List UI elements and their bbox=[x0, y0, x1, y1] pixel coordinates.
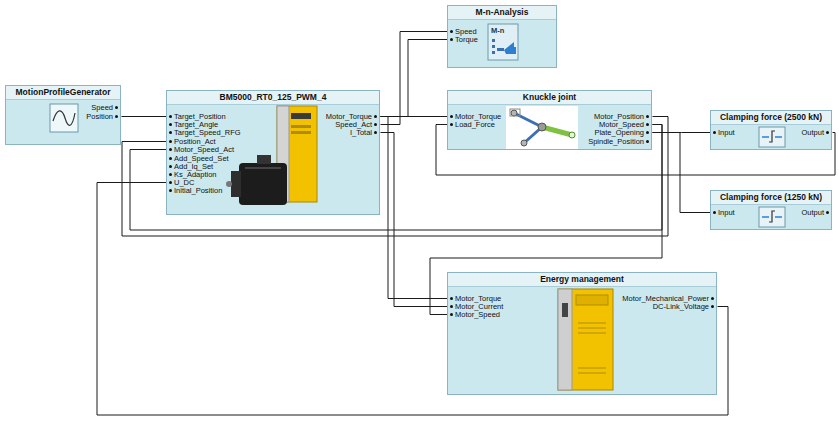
port-label: Motor_Torque bbox=[455, 294, 501, 303]
block-title: Clamping force (1250 kN) bbox=[711, 192, 831, 203]
port-label: Add_Iq_Set bbox=[174, 162, 213, 171]
port-label: Target_Speed_RFG bbox=[174, 128, 241, 137]
function-block: BM5000_RT0_125_PWM_4Target_PositionTarge… bbox=[166, 90, 380, 215]
port-dot bbox=[169, 189, 172, 192]
port-label: Motor_Speed bbox=[455, 310, 500, 319]
port-dot bbox=[450, 123, 453, 126]
port-dot bbox=[169, 181, 172, 184]
port-label: Speed bbox=[455, 27, 477, 36]
block-title: Clamping force (2500 kN) bbox=[711, 112, 831, 123]
port-label: Position_Act bbox=[174, 137, 216, 146]
port-dot bbox=[169, 148, 172, 151]
port-label: Plate_Opening bbox=[594, 128, 644, 137]
port-label: Load_Force bbox=[455, 120, 495, 129]
port-dot bbox=[826, 211, 829, 214]
function-block: MotionProfileGeneratorSpeedPosition bbox=[5, 85, 121, 145]
title-bar: BM5000_RT0_125_PWM_4 bbox=[167, 91, 379, 105]
port-label: U_DC bbox=[174, 178, 194, 187]
function-block: Knuckle jointMotor_TorqueLoad_Force Motor… bbox=[447, 90, 652, 150]
block-title: BM5000_RT0_125_PWM_4 bbox=[167, 92, 379, 103]
port-dot bbox=[450, 313, 453, 316]
port-dot bbox=[115, 106, 118, 109]
port-dot bbox=[115, 115, 118, 118]
title-bar: Clamping force (1250 kN) bbox=[711, 191, 831, 205]
signal-wire bbox=[381, 116, 448, 117]
port-dot bbox=[826, 131, 829, 134]
block-title: Energy management bbox=[448, 274, 716, 285]
port-label: Torque bbox=[455, 35, 478, 44]
title-bar: MotionProfileGenerator bbox=[6, 86, 120, 100]
signal-wire bbox=[122, 116, 167, 117]
port-label: DC-Link_Voltage bbox=[653, 302, 709, 311]
port-label: Position bbox=[86, 112, 113, 121]
title-bar: Clamping force (2500 kN) bbox=[711, 111, 831, 125]
title-bar: M-n-Analysis bbox=[448, 6, 556, 20]
port-dot bbox=[169, 157, 172, 160]
port-label: Ks_Adaption bbox=[174, 170, 217, 179]
cabinet-picture bbox=[448, 273, 718, 396]
port-dot bbox=[713, 131, 716, 134]
port-dot bbox=[450, 305, 453, 308]
port-dot bbox=[646, 140, 649, 143]
port-dot bbox=[169, 115, 172, 118]
port-dot bbox=[374, 131, 377, 134]
port-label: Motor_Position bbox=[594, 112, 644, 121]
port-dot bbox=[646, 131, 649, 134]
port-label: I_Total bbox=[350, 128, 372, 137]
port-dot bbox=[711, 305, 714, 308]
function-block: Clamping force (2500 kN) Input Output bbox=[710, 110, 832, 150]
signal-wire bbox=[97, 183, 728, 416]
port-label: Motor_Speed bbox=[599, 120, 644, 129]
signal-wire bbox=[381, 117, 448, 299]
port-dot bbox=[169, 123, 172, 126]
port-dot bbox=[646, 115, 649, 118]
port-dot bbox=[169, 131, 172, 134]
port-label: Speed_Act bbox=[335, 120, 372, 129]
port-label: Output bbox=[801, 208, 824, 217]
port-label: Motor_Speed_Act bbox=[174, 145, 234, 154]
port-dot bbox=[169, 140, 172, 143]
port-dot bbox=[450, 115, 453, 118]
title-bar: Energy management bbox=[448, 273, 716, 287]
port-dot bbox=[450, 297, 453, 300]
port-dot bbox=[169, 173, 172, 176]
port-dot bbox=[374, 123, 377, 126]
port-label: Input bbox=[718, 128, 735, 137]
signal-wire bbox=[653, 133, 711, 213]
function-block: M-n-AnalysisSpeedTorque M-n bbox=[447, 5, 557, 68]
port-dot bbox=[646, 123, 649, 126]
port-label: Motor_Torque bbox=[455, 112, 501, 121]
port-label: Spindle_Position bbox=[588, 137, 644, 146]
port-dot bbox=[169, 165, 172, 168]
port-label: Target_Angle bbox=[174, 120, 218, 129]
port-label: Speed bbox=[91, 103, 113, 112]
block-title: Knuckle joint bbox=[448, 92, 651, 103]
port-dot bbox=[450, 30, 453, 33]
block-title: M-n-Analysis bbox=[448, 7, 556, 18]
port-dot bbox=[374, 115, 377, 118]
signal-wire bbox=[381, 133, 448, 307]
function-block: Energy managementMotor_TorqueMotor_Curre… bbox=[447, 272, 717, 395]
title-bar: Knuckle joint bbox=[448, 91, 651, 105]
port-label: Initial_Position bbox=[174, 186, 222, 195]
port-label: Motor_Current bbox=[455, 302, 503, 311]
port-label: Input bbox=[718, 208, 735, 217]
block-title: MotionProfileGenerator bbox=[6, 87, 120, 98]
signal-wire bbox=[381, 40, 448, 117]
port-dot bbox=[713, 211, 716, 214]
port-label: Output bbox=[801, 128, 824, 137]
function-block: Clamping force (1250 kN) Input Output bbox=[710, 190, 832, 230]
port-dot bbox=[711, 297, 714, 300]
port-label: Add_Speed_Set bbox=[174, 154, 229, 163]
port-label: Target_Position bbox=[174, 112, 226, 121]
signal-wire bbox=[381, 32, 448, 125]
port-dot bbox=[450, 38, 453, 41]
port-label: Motor_Torque bbox=[326, 112, 372, 121]
icon-label: M-n bbox=[491, 26, 504, 35]
port-label: Motor_Mechanical_Power bbox=[622, 294, 709, 303]
